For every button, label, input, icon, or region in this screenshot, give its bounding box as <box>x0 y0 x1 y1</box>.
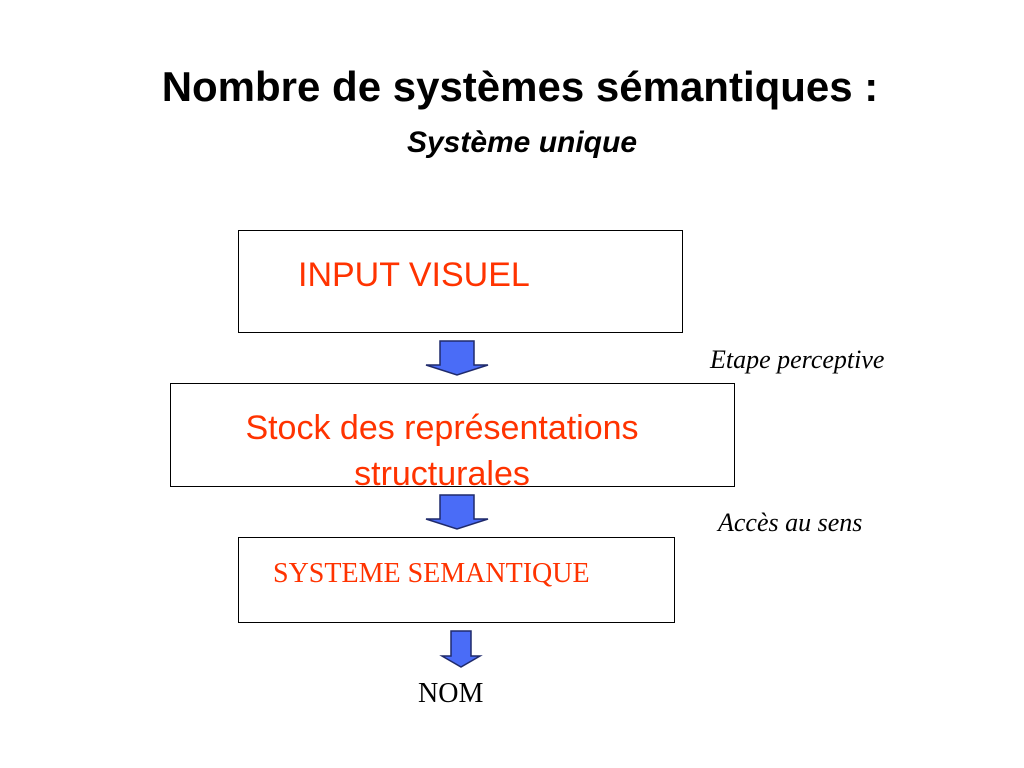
stock-representations-line2: structurales <box>354 455 530 493</box>
slide-subtitle: Système unique <box>406 126 638 159</box>
stock-representations-line1: Stock des représentations <box>245 409 639 447</box>
nom-output-label: NOM <box>418 678 484 709</box>
systeme-semantique-label: SYSTEME SEMANTIQUE <box>273 558 590 589</box>
down-arrow-icon <box>425 494 489 530</box>
down-arrow-icon <box>439 630 483 668</box>
stock-representations-box <box>170 383 735 487</box>
stock-representations-label: Stock des représentations structurales <box>150 405 734 497</box>
slide-title: Nombre de systèmes sémantiques : <box>161 63 879 110</box>
input-visuel-box <box>238 230 683 333</box>
etape-perceptive-label: Etape perceptive <box>710 345 885 374</box>
systeme-semantique-box <box>238 537 675 623</box>
input-visuel-label: INPUT VISUEL <box>298 256 530 294</box>
down-arrow-icon <box>425 340 489 376</box>
acces-au-sens-label: Accès au sens <box>718 508 863 537</box>
